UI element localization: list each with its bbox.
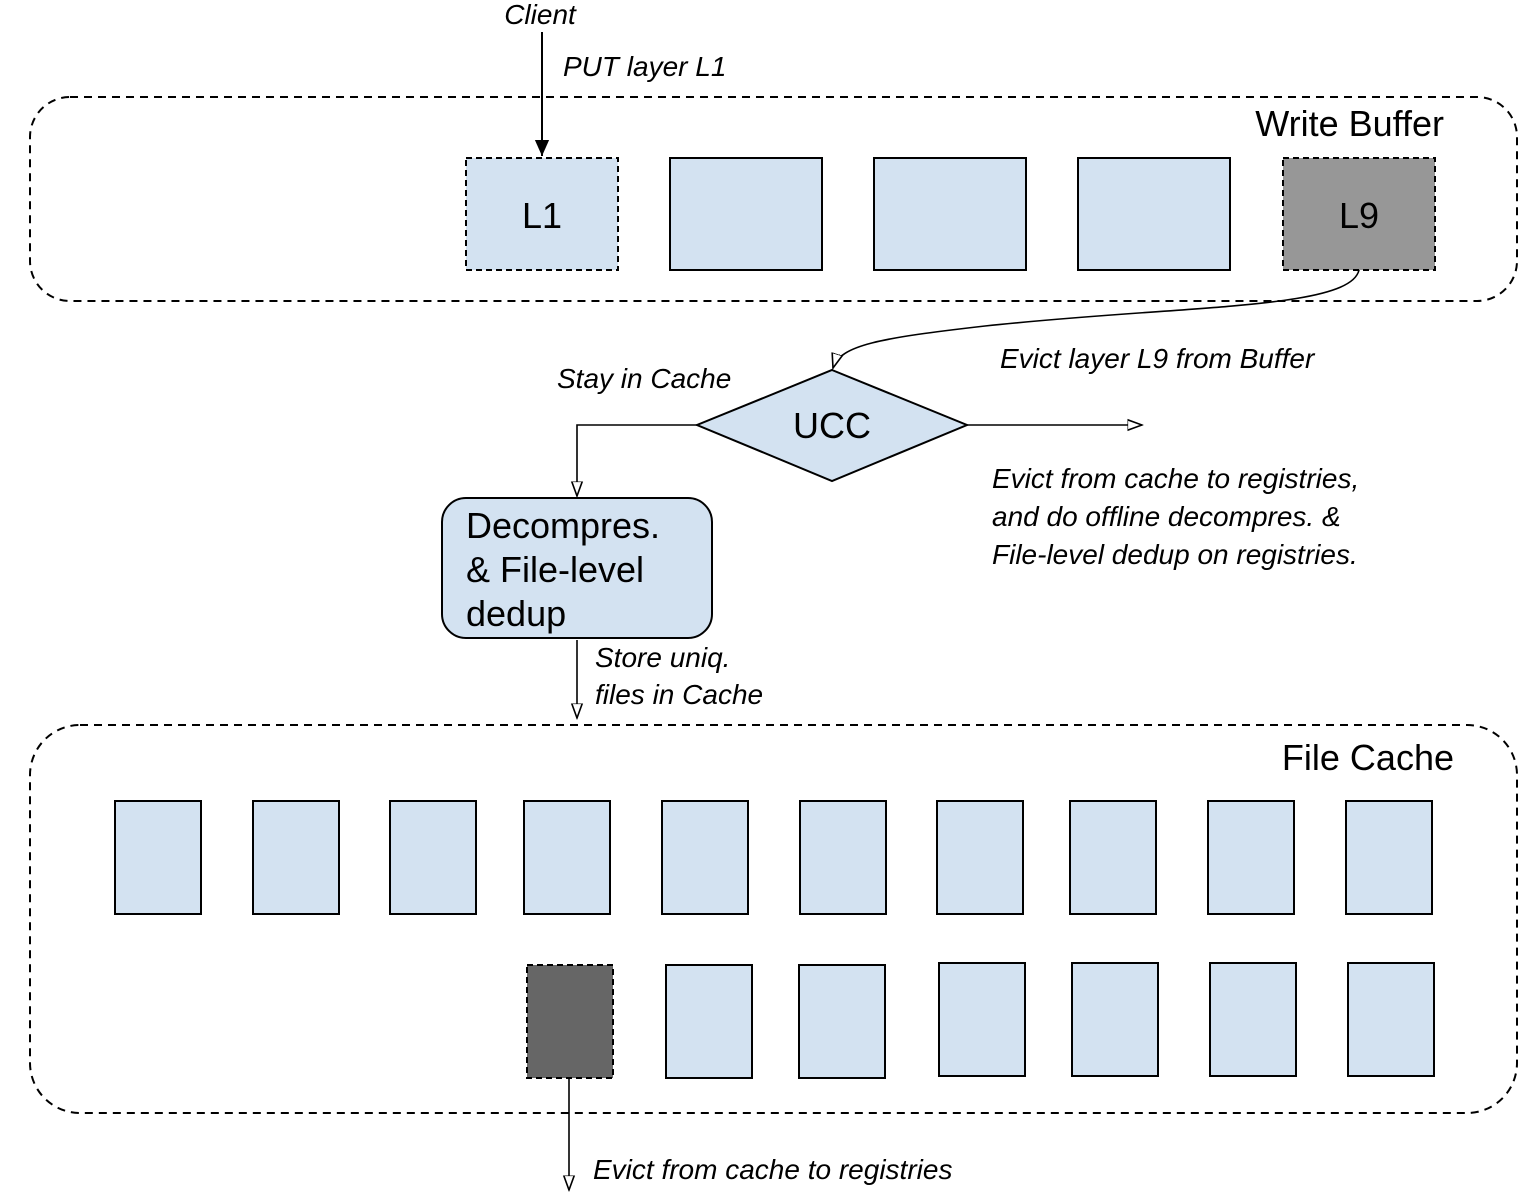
file-slot [936,800,1024,915]
file-cache-title: File Cache [1282,737,1454,778]
file-slot [938,962,1026,1077]
layer-slot [1077,157,1231,271]
evict-offline-line-3: File-level dedup on registries. [992,539,1358,570]
evict-offline-line-2: and do offline decompres. & [992,501,1341,532]
write-buffer-slots: L1 L9 [465,157,1436,271]
file-slot [389,800,477,915]
evict-buffer-arrow [833,269,1360,368]
dedup-line-3: dedup [466,593,566,634]
evicted-file-slot [526,964,614,1079]
file-slot [252,800,340,915]
stay-arrow [577,424,697,496]
file-slot [1209,962,1297,1077]
evict-offline-line-1: Evict from cache to registries, [992,463,1359,494]
layer-l1-label: L1 [522,195,562,236]
layer-slot [873,157,1027,271]
file-slot [799,800,887,915]
evict-file-label: Evict from cache to registries [593,1154,952,1185]
layer-slot-l9 [1282,157,1436,271]
evict-buffer-label: Evict layer L9 from Buffer [1000,343,1316,374]
file-slot [798,964,886,1079]
file-slot [114,800,202,915]
dedup-box [441,497,713,639]
file-slot [1345,800,1433,915]
ucc-label: UCC [793,405,871,446]
file-cache-container [29,724,1518,1114]
layer-l9-label: L9 [1339,195,1379,236]
file-cache-row-2 [526,962,1435,1079]
file-slot [1207,800,1295,915]
write-buffer-title: Write Buffer [1255,103,1444,144]
put-label: PUT layer L1 [563,51,726,82]
file-slot [1069,800,1157,915]
file-cache-row-1 [114,800,1433,915]
dedup-line-1: Decompres. [466,505,660,546]
write-buffer-container [29,96,1518,302]
store-line-1: Store uniq. [595,642,730,673]
ucc-decision [694,368,970,483]
file-slot [1071,962,1159,1077]
file-slot [665,964,753,1079]
client-label: Client [504,0,577,30]
stay-in-cache-label: Stay in Cache [557,363,731,394]
file-slot [523,800,611,915]
file-slot [661,800,749,915]
dedup-line-2: & File-level [466,549,644,590]
file-slot [1347,962,1435,1077]
layer-slot-l1 [465,157,619,271]
store-line-2: files in Cache [595,679,763,710]
layer-slot [669,157,823,271]
